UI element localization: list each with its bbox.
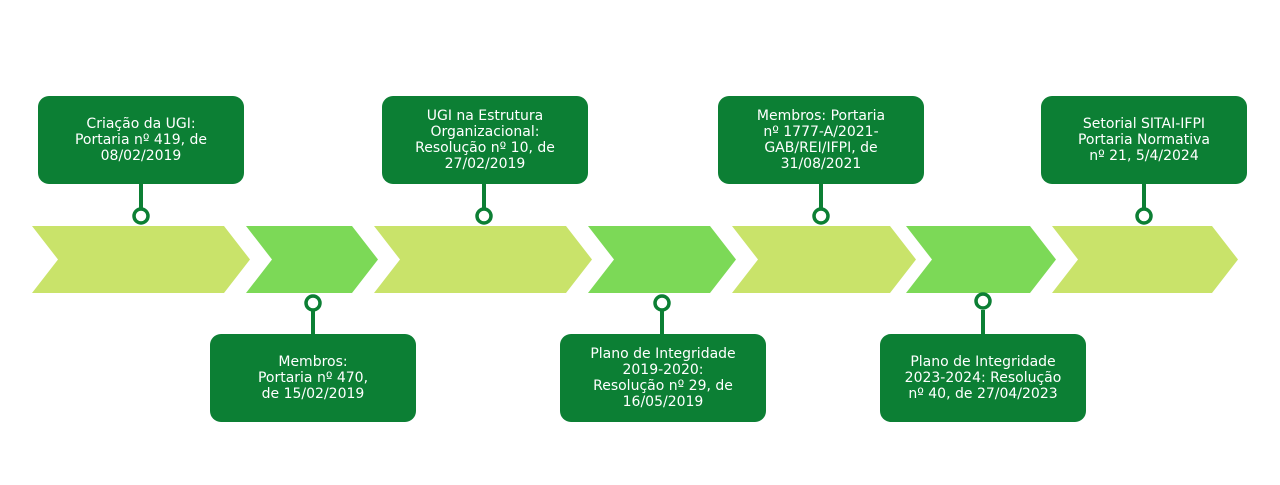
event-box-ugi-creation: Criação da UGI: Portaria nº 419, de 08/0…: [38, 96, 244, 184]
chevron-segment-1: [32, 226, 250, 293]
connector-dot-5: [812, 207, 830, 225]
chevron-segment-4: [588, 226, 736, 293]
event-text: UGI na Estrutura Organizacional: Resoluç…: [415, 108, 555, 172]
chevron-segment-2: [246, 226, 378, 293]
chevron-segment-6: [906, 226, 1056, 293]
connector-dot-4: [653, 294, 671, 312]
chevron-segment-3: [374, 226, 592, 293]
connector-dot-2: [304, 294, 322, 312]
event-box-sitai-sectoral: Setorial SITAI-IFPI Portaria Normativa n…: [1041, 96, 1247, 184]
connector-dot-7: [1135, 207, 1153, 225]
chevron-segment-7: [1052, 226, 1238, 293]
connector-dot-6: [974, 292, 992, 310]
chevron-segment-5: [732, 226, 916, 293]
event-box-integrity-plan-2019: Plano de Integridade 2019-2020: Resoluçã…: [560, 334, 766, 422]
connector-dot-3: [475, 207, 493, 225]
event-box-organizational-structure: UGI na Estrutura Organizacional: Resoluç…: [382, 96, 588, 184]
event-text: Criação da UGI: Portaria nº 419, de 08/0…: [74, 116, 208, 164]
event-text: Plano de Integridade 2019-2020: Resoluçã…: [590, 346, 736, 410]
event-box-members-2019: Membros: Portaria nº 470, de 15/02/2019: [210, 334, 416, 422]
event-text: Membros: Portaria nº 1777-A/2021- GAB/RE…: [756, 108, 886, 172]
event-box-integrity-plan-2023: Plano de Integridade 2023-2024: Resoluçã…: [880, 334, 1086, 422]
event-text: Setorial SITAI-IFPI Portaria Normativa n…: [1077, 116, 1210, 164]
event-text: Plano de Integridade 2023-2024: Resoluçã…: [904, 354, 1062, 402]
event-box-members-2021: Membros: Portaria nº 1777-A/2021- GAB/RE…: [718, 96, 924, 184]
event-text: Membros: Portaria nº 470, de 15/02/2019: [257, 354, 369, 402]
connector-dot-1: [132, 207, 150, 225]
